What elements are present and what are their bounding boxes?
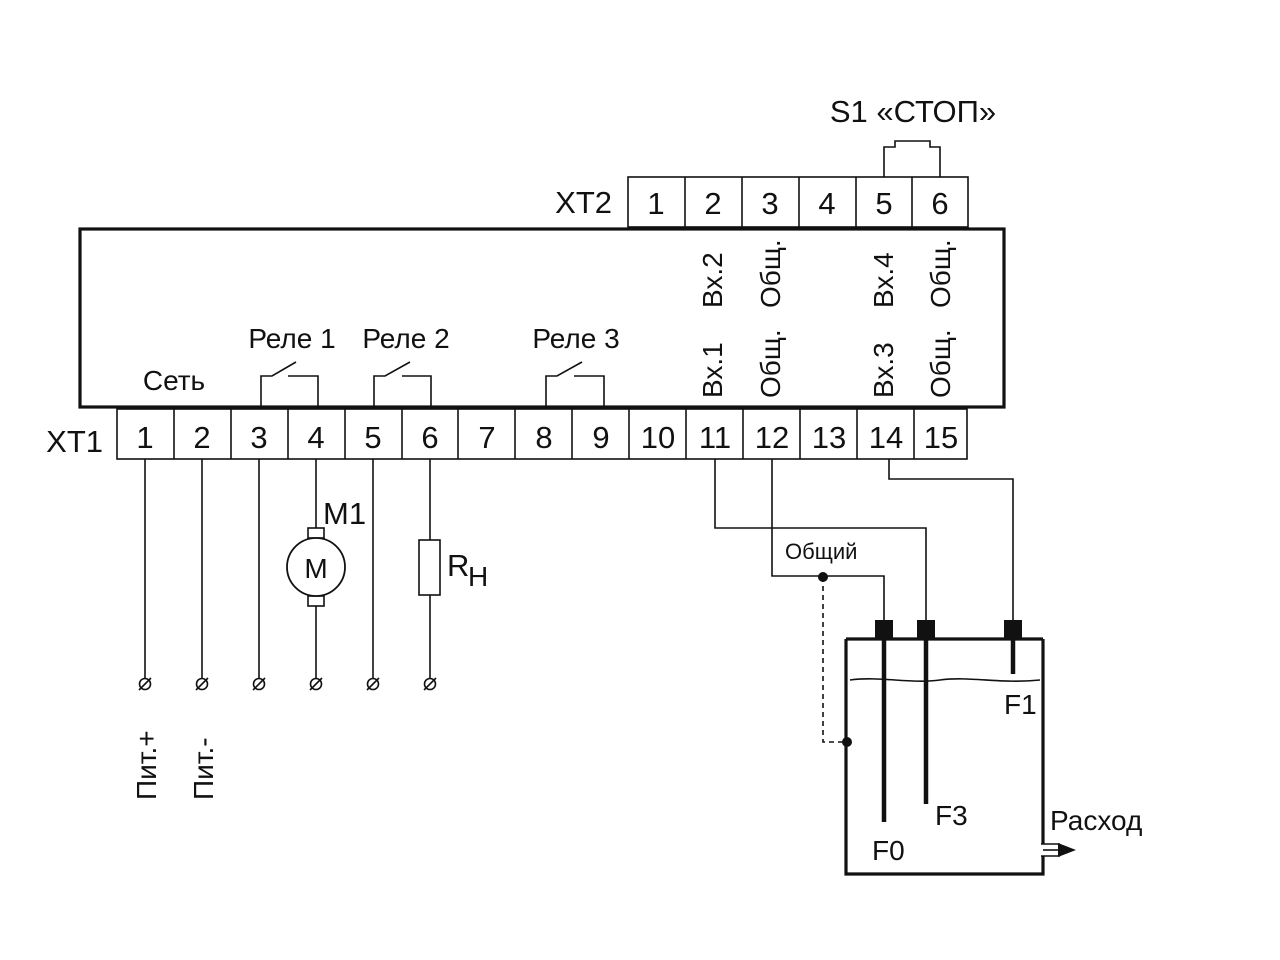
xt1-terminal-14: 14	[869, 420, 903, 455]
input-label-in4: Вх.4	[868, 252, 899, 308]
xt1-terminal-1: 1	[136, 420, 153, 455]
terminal-marker	[252, 677, 266, 691]
terminal-marker	[138, 677, 152, 691]
relay3-contact	[545, 361, 605, 407]
input-label-in3: Вх.3	[868, 342, 899, 398]
xt1-label: XT1	[46, 424, 103, 459]
xt1-terminal-11: 11	[699, 420, 731, 455]
relay2-contact	[373, 361, 432, 407]
input-label-common-b: Общ.	[925, 239, 956, 308]
load-symbol: R	[447, 548, 469, 583]
sensor-f3-label: F3	[935, 800, 968, 831]
xt1-terminal-block: XT1 1 2 3 4 5 6 7 8 9 10 11 12 13 14 15	[46, 408, 968, 460]
common-wire-label: Общий	[785, 539, 857, 564]
device-body	[78, 227, 1006, 409]
sensor-f1-label: F1	[1004, 689, 1037, 720]
xt2-terminal-2: 2	[704, 186, 721, 221]
xt2-terminal-6: 6	[931, 186, 948, 221]
xt1-terminal-10: 10	[641, 420, 675, 455]
terminal-markers	[138, 677, 437, 691]
power-plus-label: Пит.+	[131, 730, 162, 800]
xt1-terminal-3: 3	[250, 420, 267, 455]
relay2-label: Реле 2	[362, 323, 449, 354]
load-subscript: Н	[468, 561, 488, 592]
terminal-marker	[195, 677, 209, 691]
input-label-in2: Вх.2	[697, 252, 728, 308]
power-wires	[144, 459, 431, 678]
motor-symbol: M	[304, 553, 327, 584]
motor-designator: M1	[323, 496, 366, 531]
outflow-label: Расход	[1050, 805, 1142, 836]
xt1-terminal-2: 2	[193, 420, 210, 455]
xt1-terminal-12: 12	[755, 420, 789, 455]
input-label-common-c: Общ.	[755, 329, 786, 398]
relay3-label: Реле 3	[532, 323, 619, 354]
xt2-terminal-block: XT2 1 2 3 4 5 6	[555, 176, 969, 228]
sensor-f0-label: F0	[872, 835, 905, 866]
motor-m1: M M1	[286, 496, 366, 607]
terminal-marker	[366, 677, 380, 691]
terminal-marker	[309, 677, 323, 691]
xt1-terminal-4: 4	[307, 420, 324, 455]
stop-switch: S1 «СТОП»	[830, 94, 996, 177]
xt2-terminal-1: 1	[647, 186, 664, 221]
xt1-terminal-15: 15	[924, 420, 958, 455]
tank	[844, 620, 1076, 876]
power-minus-label: Пит.-	[188, 737, 219, 800]
xt1-terminal-6: 6	[421, 420, 438, 455]
relay1-contact	[260, 361, 319, 407]
load-resistor: R Н	[418, 539, 488, 596]
xt1-terminal-8: 8	[535, 420, 552, 455]
xt1-terminal-5: 5	[364, 420, 381, 455]
stop-switch-label: S1 «СТОП»	[830, 94, 996, 129]
relay1-label: Реле 1	[248, 323, 335, 354]
xt2-terminal-5: 5	[875, 186, 892, 221]
input-label-in1: Вх.1	[697, 342, 728, 398]
input-label-common-a: Общ.	[755, 239, 786, 308]
xt2-label: XT2	[555, 185, 612, 220]
terminal-marker	[423, 677, 437, 691]
xt2-terminal-4: 4	[818, 186, 835, 221]
mains-label: Сеть	[143, 365, 205, 396]
sensor-wires	[714, 459, 1014, 747]
xt1-terminal-9: 9	[592, 420, 609, 455]
xt2-terminal-3: 3	[761, 186, 778, 221]
xt1-terminal-13: 13	[812, 420, 846, 455]
xt1-terminal-7: 7	[478, 420, 495, 455]
input-label-common-d: Общ.	[925, 329, 956, 398]
